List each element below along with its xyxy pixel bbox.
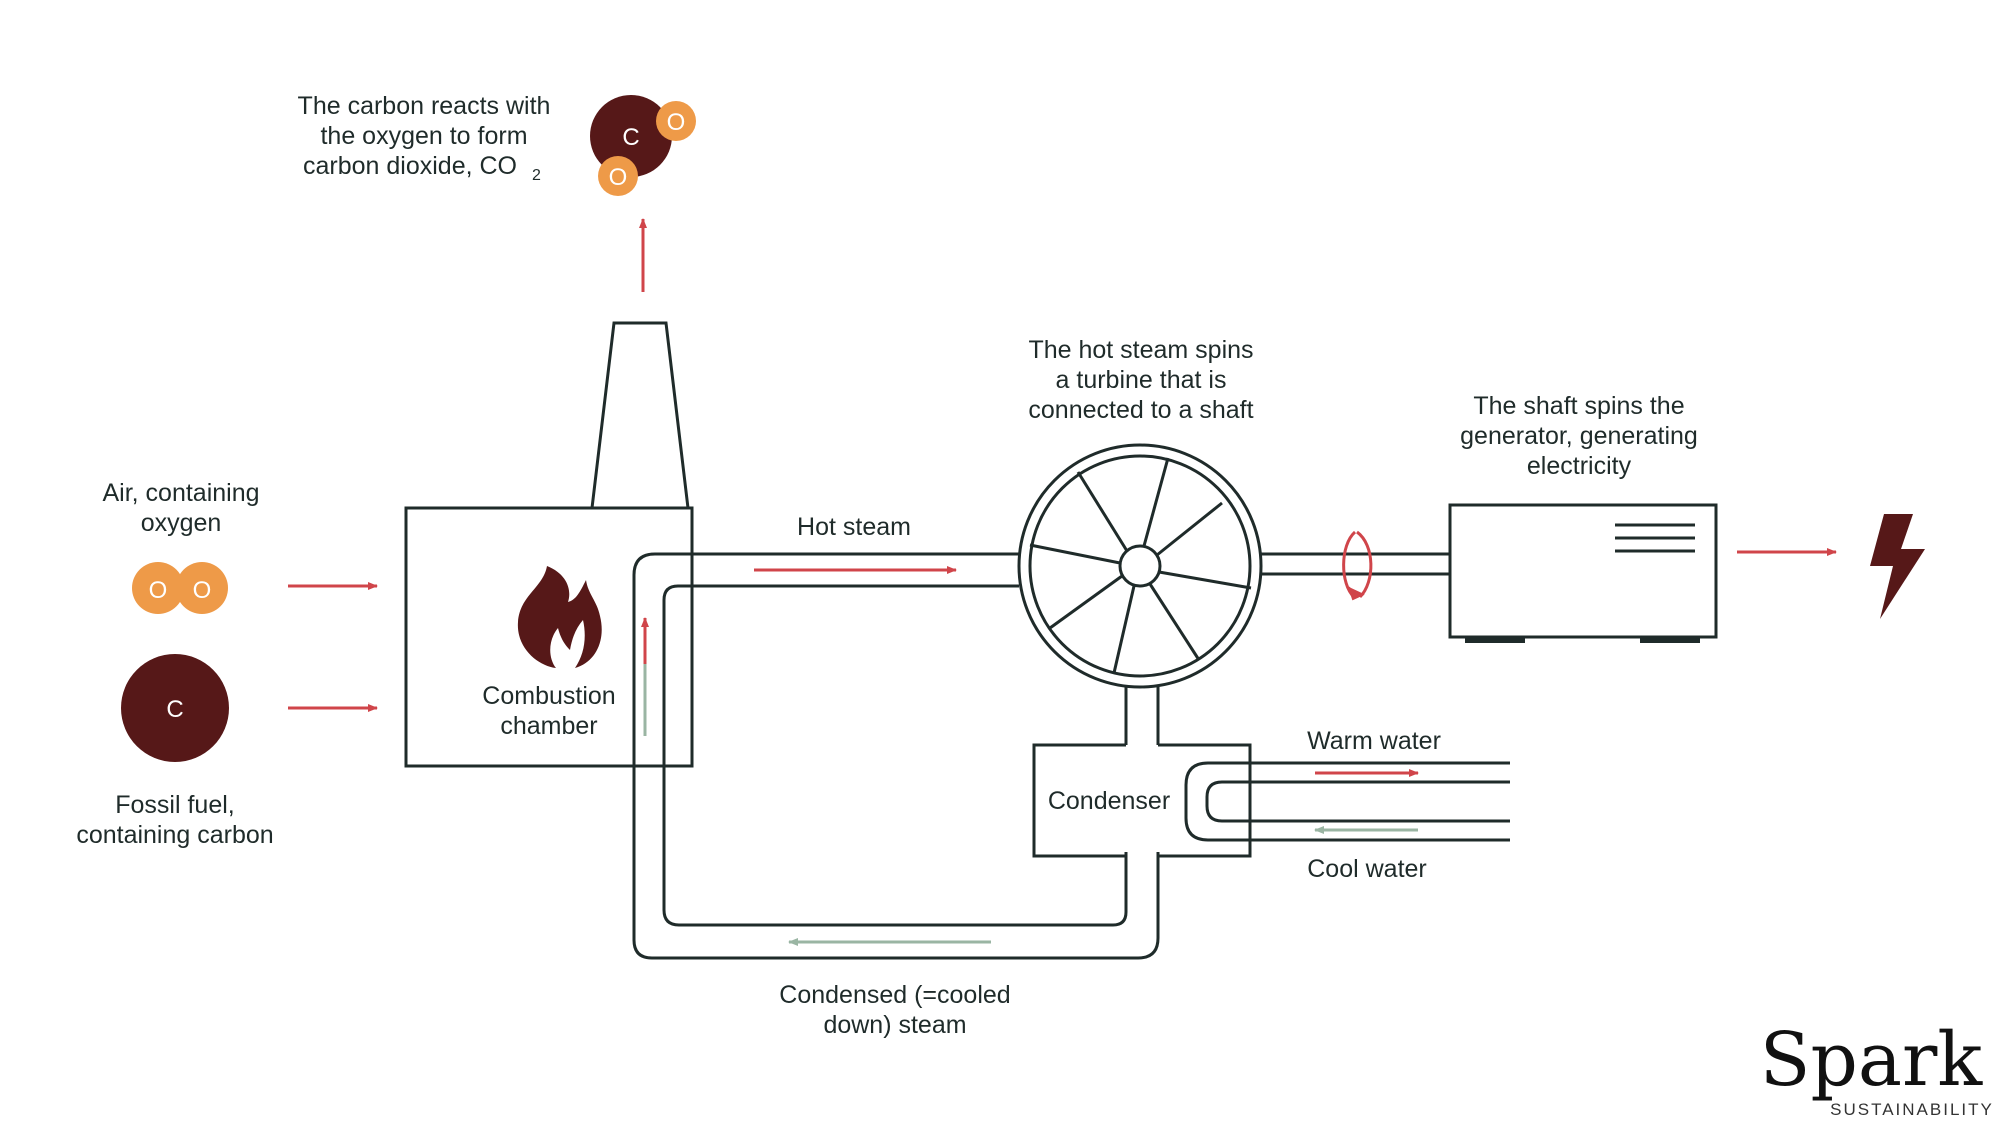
combustion-caption-line-2: chamber [500, 712, 597, 740]
co2-carbon-atom [590, 95, 672, 177]
turbine-caption-line-3: connected to a shaft [1028, 396, 1253, 424]
cooling-coil-outer [1184, 761, 1510, 842]
turbine-outer-ring [1017, 443, 1263, 689]
chimney [590, 321, 690, 509]
fuel-carbon-symbol: C [166, 696, 183, 723]
turbine-hub [1118, 544, 1162, 588]
co2-caption-line-1: The carbon reacts with [298, 92, 551, 120]
combustion-chamber [404, 506, 694, 768]
generator-foot-right [1640, 637, 1700, 643]
co2-caption-line-3: carbon dioxide, CO [303, 152, 517, 180]
air-caption: Air, containing oxygen [102, 479, 259, 537]
oxygen-atom-left [132, 562, 184, 614]
generator-caption-line-1: The shaft spins the [1473, 392, 1684, 420]
fuel-caption-line-2: containing carbon [76, 821, 273, 849]
turbine-caption-line-2: a turbine that is [1056, 366, 1227, 394]
generator-foot-left [1465, 637, 1525, 643]
fuel-caption: Fossil fuel, containing carbon [76, 791, 273, 849]
oxygen-molecule: O O [132, 562, 228, 614]
generator-body [1448, 503, 1718, 639]
rotation-arrow-icon [1342, 530, 1373, 601]
turbine-inner-ring [1028, 454, 1252, 678]
generator-caption-line-2: generator, generating [1460, 422, 1698, 450]
warm-water-label: Warm water [1307, 727, 1441, 755]
generator-caption-line-3: electricity [1527, 452, 1632, 480]
fuel-caption-line-1: Fossil fuel, [115, 791, 234, 819]
oxygen-symbol-right: O [193, 577, 212, 604]
co2-oxygen-symbol-top: O [667, 109, 686, 136]
cool-water-label: Cool water [1307, 855, 1427, 883]
condenser-box [1032, 743, 1252, 858]
oxygen-symbol-left: O [149, 577, 168, 604]
fuel-carbon-atom [121, 654, 229, 762]
condensed-caption-line-1: Condensed (=cooled [779, 981, 1010, 1009]
co2-molecule: C O O [590, 95, 696, 196]
co2-oxygen-symbol-bottom: O [609, 164, 628, 191]
air-caption-line-1: Air, containing [102, 479, 259, 507]
turbine-caption: The hot steam spins a turbine that is co… [1028, 336, 1253, 424]
turbine-caption-line-1: The hot steam spins [1028, 336, 1253, 364]
co2-caption: The carbon reacts with the oxygen to for… [298, 92, 551, 184]
co2-carbon-symbol: C [622, 124, 639, 151]
combustion-caption-line-1: Combustion [482, 682, 615, 710]
carbon-atom: C [121, 654, 229, 762]
oxygen-atom-right [176, 562, 228, 614]
flame-icon [517, 566, 602, 668]
spark-sustainability-logo: Spark SUSTAINABILITY [1760, 1017, 1994, 1119]
condensed-caption-line-2: down) steam [823, 1011, 966, 1039]
generator-caption: The shaft spins the generator, generatin… [1460, 392, 1698, 480]
co2-caption-subscript: 2 [532, 167, 541, 184]
lightning-bolt-icon [1870, 514, 1925, 619]
generator [1448, 503, 1718, 643]
turbine [1017, 443, 1263, 689]
cooling-coil-inner [1205, 780, 1510, 823]
co2-oxygen-atom-top [656, 101, 696, 141]
combustion-caption: Combustion chamber [482, 682, 615, 740]
logo-wordmark: Spark [1760, 1017, 1984, 1103]
steam-loop-inner [662, 584, 1128, 927]
steam-loop-outer [632, 552, 1160, 960]
turbine-blades [1029, 457, 1252, 674]
condensed-caption: Condensed (=cooled down) steam [779, 981, 1010, 1039]
condenser-label: Condenser [1048, 787, 1170, 815]
hot-steam-label: Hot steam [797, 513, 911, 541]
co2-oxygen-atom-bottom [598, 156, 638, 196]
air-caption-line-2: oxygen [141, 509, 222, 537]
co2-caption-line-2: the oxygen to form [320, 122, 527, 150]
logo-tagline: SUSTAINABILITY [1830, 1100, 1994, 1119]
